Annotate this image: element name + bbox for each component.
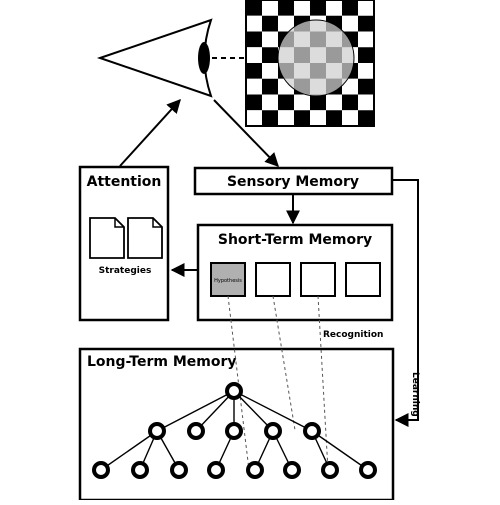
long-term-memory-title: Long-Term Memory [87, 354, 237, 370]
short-term-memory-box: Short-Term Memory Hypothesis [196, 223, 394, 322]
short-term-memory-title: Short-Term Memory [218, 232, 372, 248]
chessboard-image [245, 0, 375, 127]
strategy-document-icon [89, 217, 125, 259]
sensory-memory-box: Sensory Memory [193, 166, 394, 196]
eye-icon [96, 18, 213, 98]
tree-node [207, 461, 225, 479]
knowledge-tree [92, 382, 377, 479]
tree-node [283, 461, 301, 479]
tree-node [131, 461, 149, 479]
tree-node [225, 382, 243, 400]
tree-node [321, 461, 339, 479]
memory-slot [345, 262, 381, 297]
attention-title: Attention [87, 174, 162, 190]
memory-slot [255, 262, 291, 297]
tree-node [359, 461, 377, 479]
learning-label: Learning [410, 372, 420, 417]
memory-slot [300, 262, 336, 297]
hypothesis-label: Hypothesis [214, 278, 242, 284]
sensory-memory-title: Sensory Memory [227, 174, 359, 190]
recognition-label: Recognition [323, 330, 383, 340]
tree-node [225, 422, 243, 440]
tree-node [264, 422, 282, 440]
attention-box: Attention Strategies [78, 165, 170, 322]
tree-node [187, 422, 205, 440]
strategy-document-icon-2 [127, 217, 163, 259]
tree-node [170, 461, 188, 479]
strategies-label: Strategies [99, 266, 152, 276]
tree-node [92, 461, 110, 479]
tree-node [148, 422, 166, 440]
tree-node [246, 461, 264, 479]
eye-to-sensory-arrow [213, 99, 279, 168]
tree-node [303, 422, 321, 440]
learning-arrow [392, 179, 419, 427]
hypothesis-slot [210, 262, 246, 297]
attention-to-eye-arrow [119, 98, 181, 167]
